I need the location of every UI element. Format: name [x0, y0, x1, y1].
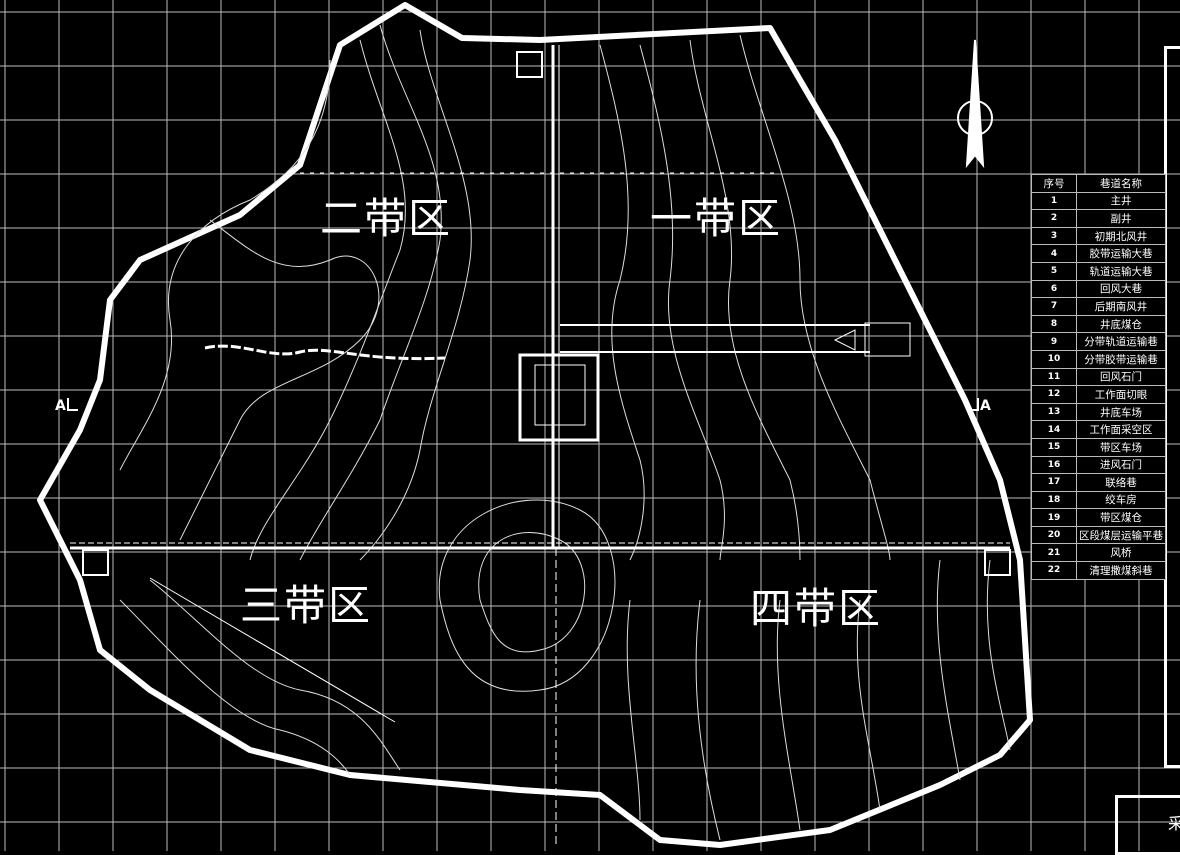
- legend-row-no: 17: [1031, 473, 1077, 492]
- legend-row-name: 回风大巷: [1076, 279, 1166, 299]
- legend-row-name: 分带轨道运输巷: [1076, 332, 1166, 351]
- zone-1-label: 一带区: [650, 194, 783, 243]
- legend-row-no: 14: [1031, 420, 1077, 439]
- legend-row-no: 19: [1031, 508, 1077, 527]
- legend-row-no: 8: [1031, 314, 1077, 334]
- legend-row-name: 胶带运输大巷: [1076, 244, 1166, 263]
- legend-row-no: 2: [1031, 209, 1077, 228]
- title-block-caption: 采: [1168, 814, 1180, 833]
- legend-row-name: 回风石门: [1076, 367, 1166, 387]
- legend-row-no: 15: [1031, 437, 1077, 457]
- section-mark-right: A: [980, 398, 991, 414]
- contour-lines: [119, 24, 1011, 841]
- drawing-frame-border: [1164, 46, 1180, 768]
- zone-2-label: 二带区: [320, 194, 453, 243]
- legend-row-no: 20: [1031, 525, 1077, 545]
- legend-row-name: 井底车场: [1076, 402, 1166, 422]
- legend-row-no: 1: [1031, 191, 1077, 211]
- legend-row-no: 18: [1031, 490, 1077, 510]
- legend-row-no: 7: [1031, 297, 1077, 316]
- legend-header-name: 巷道名称: [1076, 174, 1166, 193]
- legend-row-no: 5: [1031, 261, 1077, 281]
- legend-row-name: 轨道运输大巷: [1076, 261, 1166, 281]
- legend-header-no: 序号: [1031, 174, 1077, 193]
- legend-row-name: 区段煤层运输平巷: [1076, 525, 1166, 545]
- title-block: 采: [1115, 795, 1180, 855]
- legend-row-no: 13: [1031, 402, 1077, 422]
- section-mark-left: A: [55, 398, 66, 414]
- legend-row-no: 9: [1031, 332, 1077, 351]
- legend-row-name: 后期南风井: [1076, 297, 1166, 316]
- legend-row-no: 22: [1031, 561, 1077, 580]
- legend-row-name: 带区煤仓: [1076, 508, 1166, 527]
- north-arrow-icon: [957, 39, 993, 169]
- zone-4-label: 四带区: [750, 584, 883, 633]
- legend-row-name: 分带胶带运输巷: [1076, 349, 1166, 369]
- roadways: [70, 45, 1011, 845]
- legend-row-no: 11: [1031, 367, 1077, 387]
- section-line-markers: [67, 398, 979, 411]
- legend-row-no: 16: [1031, 455, 1077, 475]
- legend-row-name: 工作面切眼: [1076, 385, 1166, 404]
- legend-row-no: 10: [1031, 349, 1077, 369]
- legend-row-no: 3: [1031, 226, 1077, 246]
- legend-row-name: 风桥: [1076, 543, 1166, 563]
- legend-row-name: 工作面采空区: [1076, 420, 1166, 439]
- legend-row-name: 绞车房: [1076, 490, 1166, 510]
- zone-3-label: 三带区: [240, 581, 373, 630]
- legend-row-no: 4: [1031, 244, 1077, 263]
- legend-header-row: 序号 巷道名称: [1031, 174, 1166, 193]
- mine-field-boundary: [37, 2, 1033, 848]
- legend-row-name: 初期北风井: [1076, 226, 1166, 246]
- legend-row-name: 井底煤仓: [1076, 314, 1166, 334]
- legend-row-name: 主井: [1076, 191, 1166, 211]
- legend-row-name: 进风石门: [1076, 455, 1166, 475]
- legend-row-name: 清理撒煤斜巷: [1076, 561, 1166, 580]
- legend-row-no: 6: [1031, 279, 1077, 299]
- legend-row-no: 12: [1031, 385, 1077, 404]
- legend-row-no: 21: [1031, 543, 1077, 563]
- legend-row-name: 带区车场: [1076, 437, 1166, 457]
- legend-row-name: 副井: [1076, 209, 1166, 228]
- legend-row-name: 联络巷: [1076, 473, 1166, 492]
